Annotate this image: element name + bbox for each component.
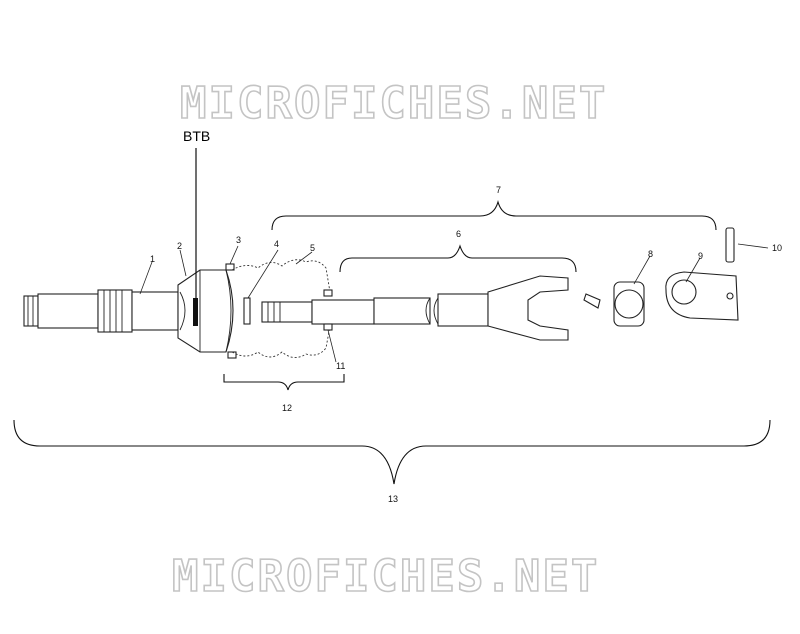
callout-10: 10 bbox=[772, 243, 782, 253]
leader-lines bbox=[139, 243, 769, 363]
ring-part-4 bbox=[243, 297, 251, 325]
shaft-part-1 bbox=[23, 289, 179, 333]
brace-12 bbox=[223, 374, 345, 391]
callout-1: 1 bbox=[150, 254, 155, 264]
callout-11: 11 bbox=[336, 361, 345, 371]
braces bbox=[13, 200, 771, 485]
callout-2: 2 bbox=[177, 241, 182, 251]
cross-part-8 bbox=[583, 281, 645, 327]
callout-3: 3 bbox=[236, 235, 241, 245]
watermark-bottom: MICROFICHES.NET bbox=[172, 551, 599, 602]
boot-part-5 bbox=[231, 259, 331, 358]
callout-12: 12 bbox=[282, 403, 292, 413]
brace-6 bbox=[339, 244, 577, 273]
pin-part-10 bbox=[725, 227, 735, 263]
callout-4: 4 bbox=[274, 239, 279, 249]
brace-7 bbox=[271, 200, 717, 231]
inner-shaft-part-6 bbox=[261, 275, 569, 341]
callout-5: 5 bbox=[310, 243, 315, 253]
callout-9: 9 bbox=[698, 251, 703, 261]
yoke-part-9 bbox=[665, 271, 739, 321]
btb-pointer bbox=[193, 148, 198, 326]
callout-6: 6 bbox=[456, 229, 461, 239]
btb-label: BTB bbox=[183, 128, 210, 144]
callouts: 1 2 3 4 5 6 7 8 9 10 11 12 13 bbox=[150, 185, 782, 504]
watermark-top: MICROFICHES.NET bbox=[180, 78, 607, 129]
callout-7: 7 bbox=[496, 185, 501, 195]
callout-8: 8 bbox=[648, 249, 653, 259]
cv-housing-part-2 bbox=[177, 269, 234, 353]
callout-13: 13 bbox=[388, 494, 398, 504]
brace-13 bbox=[13, 419, 771, 485]
